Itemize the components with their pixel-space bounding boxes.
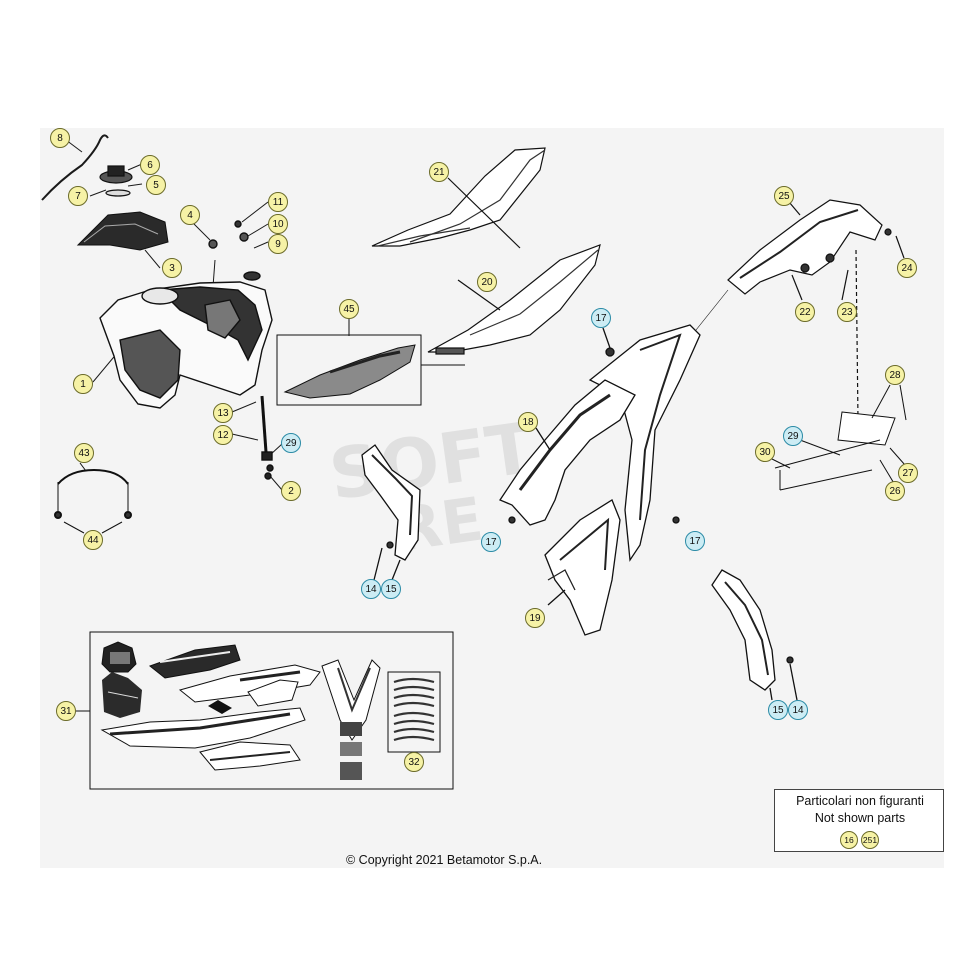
callout-43[interactable]: 43: [74, 443, 94, 463]
not-shown-parts-legend: Particolari non figuranti Not shown part…: [774, 789, 944, 852]
callout-9[interactable]: 9: [268, 234, 288, 254]
side-panel-part: [499, 324, 701, 562]
callout-17-top[interactable]: 17: [591, 308, 611, 328]
callout-25[interactable]: 25: [774, 186, 794, 206]
callout-14-right[interactable]: 14: [788, 700, 808, 720]
callout-1[interactable]: 1: [73, 374, 93, 394]
callout-14-left[interactable]: 14: [361, 579, 381, 599]
callout-8[interactable]: 8: [50, 128, 70, 148]
callout-11[interactable]: 11: [268, 192, 288, 212]
callout-3[interactable]: 3: [162, 258, 182, 278]
callout-17-right[interactable]: 17: [685, 531, 705, 551]
leader-line: [241, 201, 269, 223]
callout-15-left[interactable]: 15: [381, 579, 401, 599]
tank-bracket-part: [76, 211, 169, 251]
callout-12[interactable]: 12: [213, 425, 233, 445]
callout-5[interactable]: 5: [146, 175, 166, 195]
callout-6[interactable]: 6: [140, 155, 160, 175]
leader-line: [231, 433, 259, 441]
hose-part: [54, 462, 132, 534]
callout-23[interactable]: 23: [837, 302, 857, 322]
decal-kit-group: [76, 631, 454, 790]
callout-251[interactable]: 251: [861, 831, 879, 849]
vent-hose: [41, 134, 109, 201]
legend-title-english: Not shown parts: [814, 811, 906, 825]
callout-22[interactable]: 22: [795, 302, 815, 322]
callout-30[interactable]: 30: [755, 442, 775, 462]
fuel-cap-assembly: [99, 165, 133, 197]
callout-27[interactable]: 27: [898, 463, 918, 483]
callout-15-right[interactable]: 15: [768, 700, 788, 720]
callout-17-left[interactable]: 17: [481, 532, 501, 552]
leader-line: [144, 249, 161, 269]
callout-28[interactable]: 28: [885, 365, 905, 385]
callout-7[interactable]: 7: [68, 186, 88, 206]
callout-26[interactable]: 26: [885, 481, 905, 501]
leader-line: [247, 223, 269, 237]
callout-21[interactable]: 21: [429, 162, 449, 182]
leader-line: [231, 401, 257, 413]
callout-4[interactable]: 4: [180, 205, 200, 225]
plate-holder-assembly: [769, 384, 907, 491]
callout-10[interactable]: 10: [268, 214, 288, 234]
leader-line: [269, 475, 283, 491]
leader-line: [89, 189, 107, 197]
copyright-notice: © Copyright 2021 Betamotor S.p.A.: [346, 853, 543, 867]
leader-line: [253, 241, 269, 249]
callout-45[interactable]: 45: [339, 299, 359, 319]
callout-16[interactable]: 16: [840, 831, 858, 849]
callout-31[interactable]: 31: [56, 701, 76, 721]
seat-cover-part: [371, 147, 601, 355]
callout-18[interactable]: 18: [518, 412, 538, 432]
frame-guard-right: [711, 569, 798, 701]
leader-line: [127, 183, 143, 187]
leader-line: [193, 223, 211, 241]
watermark: SOFT RE: [324, 407, 539, 566]
callout-20[interactable]: 20: [477, 272, 497, 292]
callout-29-plate[interactable]: 29: [783, 426, 803, 446]
legend-title-italian: Particolari non figuranti: [796, 794, 924, 808]
callout-29-tank[interactable]: 29: [281, 433, 301, 453]
number-plate-part: [544, 499, 621, 636]
leader-line: [127, 163, 143, 171]
callout-44[interactable]: 44: [83, 530, 103, 550]
callout-13[interactable]: 13: [213, 403, 233, 423]
fuel-tank-part: [99, 281, 273, 409]
frame-guard-left: [361, 444, 421, 581]
callout-24[interactable]: 24: [897, 258, 917, 278]
callout-19[interactable]: 19: [525, 608, 545, 628]
callout-2[interactable]: 2: [281, 481, 301, 501]
skid-plate-group: [276, 318, 465, 406]
fuel-tap-assembly: [208, 220, 274, 480]
callout-32[interactable]: 32: [404, 752, 424, 772]
